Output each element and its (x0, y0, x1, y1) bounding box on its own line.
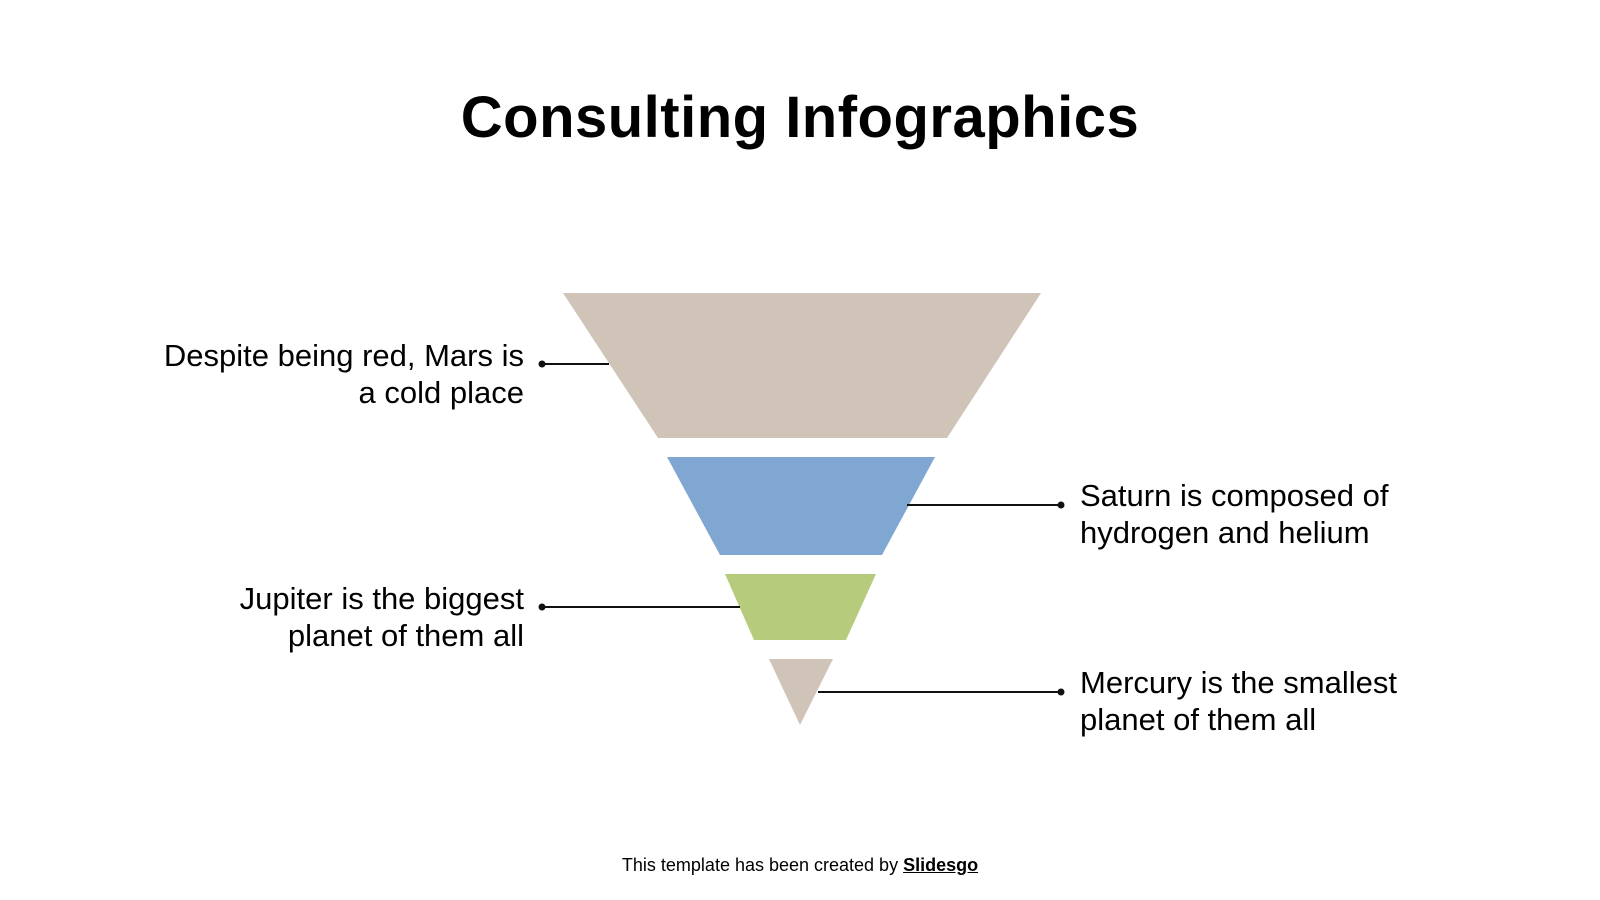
slide-title: Consulting Infographics (460, 85, 1140, 150)
label-jupiter: Jupiter is the biggest planet of them al… (239, 581, 524, 653)
funnel-layer-mercury (769, 659, 833, 725)
label-mars: Despite being red, Mars is a cold place (163, 338, 524, 410)
funnel-layer-mars (563, 293, 1041, 438)
label-mercury: Mercury is the smallest planet of them a… (1080, 665, 1397, 737)
slidesgo-link[interactable]: Slidesgo (903, 855, 979, 875)
funnel-layer-saturn (667, 457, 935, 555)
connector-mars (538, 360, 609, 368)
footer-text: This template has been created by (621, 855, 904, 875)
connector-saturn (907, 501, 1065, 509)
connector-jupiter (538, 603, 740, 611)
label-saturn: Saturn is composed of hydrogen and heliu… (1080, 478, 1389, 550)
footer-credit: This template has been created by Slides… (0, 855, 1600, 876)
funnel-layer-jupiter (725, 574, 876, 640)
connector-mercury (818, 688, 1065, 696)
